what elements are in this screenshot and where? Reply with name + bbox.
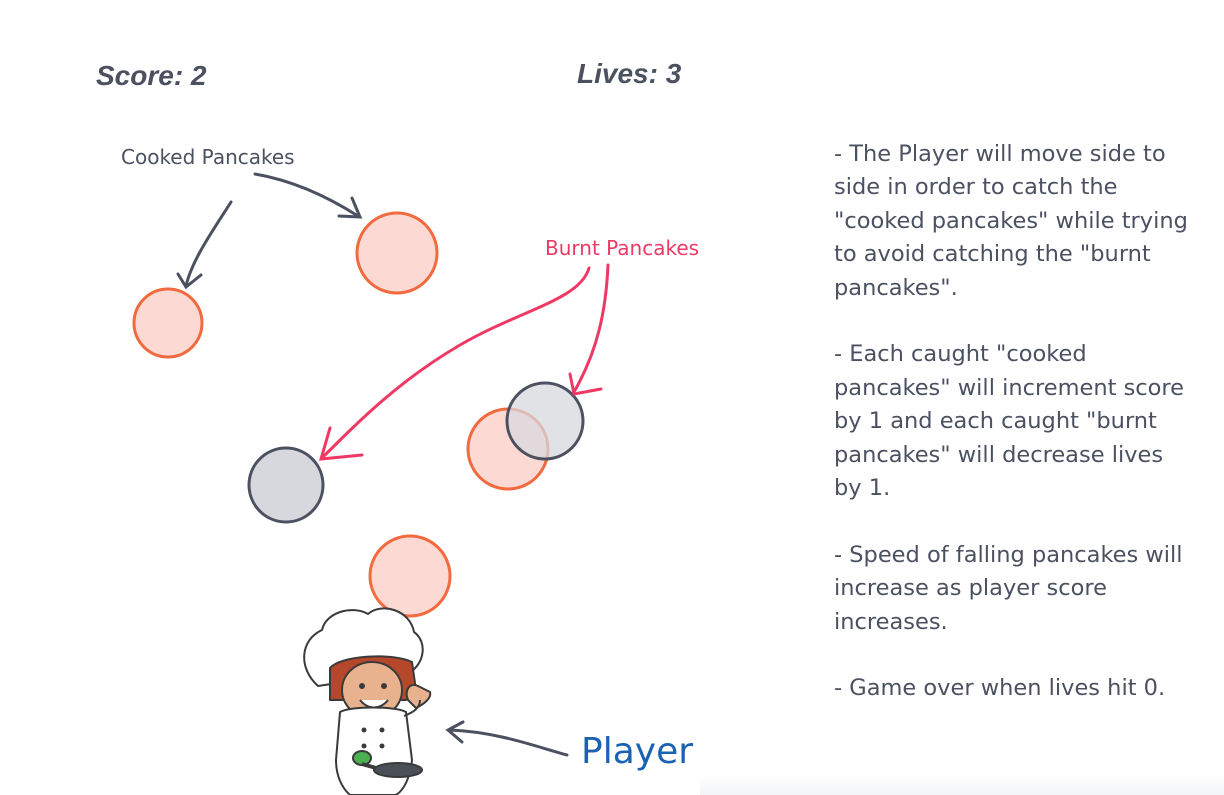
burnt-pancakes-label: Burnt Pancakes (545, 236, 700, 260)
lives-display: Lives: 3 (577, 58, 682, 89)
burnt-arrows (318, 263, 610, 461)
instruction-game-over: - Game over when lives hit 0. (834, 675, 1166, 702)
cooked-arrows (176, 172, 363, 290)
cooked-pancake (132, 287, 204, 359)
cooked-pancake (368, 534, 452, 618)
instruction-movement: - The Player will move side to side in o… (834, 141, 1188, 301)
cooked-pancake (355, 211, 439, 295)
instructions-panel: - The Player will move side to side in o… (834, 138, 1194, 739)
burnt-pancake (247, 446, 325, 524)
burnt-pancake (505, 381, 585, 461)
player-label: Player (581, 731, 694, 772)
instruction-scoring: - Each caught "cooked pancakes" will inc… (834, 341, 1185, 502)
instruction-speed: - Speed of falling pancakes will increas… (834, 541, 1183, 635)
bottom-shadow (700, 775, 1224, 795)
cooked-pancakes-label: Cooked Pancakes (121, 145, 295, 169)
player-arrow (445, 720, 569, 757)
score-display: Score: 2 (96, 60, 207, 91)
chef-character-icon[interactable] (303, 607, 432, 795)
